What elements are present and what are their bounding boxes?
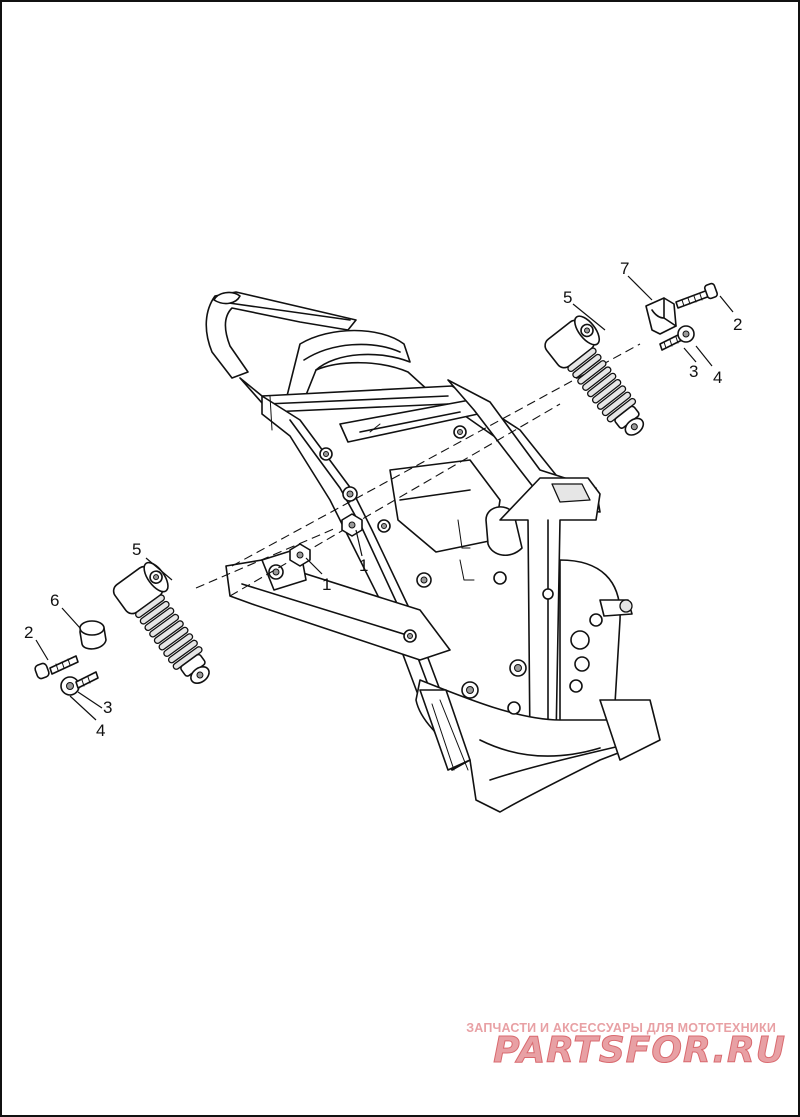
shock-cover-6: [79, 620, 107, 650]
lower-bolt-3-right: [659, 325, 695, 351]
watermark-tagline: ЗАПЧАСТИ И АКСЕССУАРЫ ДЛЯ МОТОТЕХНИКИ: [466, 1021, 776, 1035]
callout-1-lower: 1: [322, 575, 331, 594]
callout-3-right: 3: [689, 362, 698, 381]
assembly-centerlines: [195, 343, 641, 597]
callout-7: 7: [620, 259, 629, 278]
callout-4-left: 4: [96, 721, 105, 740]
callout-5-right: 5: [563, 288, 572, 307]
right-rear-shock-absorber: [544, 315, 645, 436]
nut-1-upper: [341, 513, 363, 537]
callout-6: 6: [50, 591, 59, 610]
callout-4-right: 4: [713, 368, 722, 387]
leader-lines: [35, 275, 734, 721]
callout-5-left: 5: [132, 540, 141, 559]
callout-labels: 7 5 2 3 4 1 1 5 6 2 3 4: [24, 259, 742, 740]
lower-bolt-3-left: [60, 671, 99, 696]
callout-1-upper: 1: [359, 556, 368, 575]
callout-2-left: 2: [24, 623, 33, 642]
upper-bolt-2-left: [34, 655, 79, 680]
motorcycle-frame: [205, 291, 661, 813]
upper-bolt-2-right: [675, 282, 719, 309]
left-rear-shock-absorber: [112, 561, 210, 684]
watermark-logo: PARTSFOR.RU: [493, 1030, 786, 1072]
callout-2-right: 2: [733, 315, 742, 334]
nut-1-lower: [289, 543, 311, 567]
callout-3-left: 3: [103, 698, 112, 717]
shock-cover-7: [645, 297, 677, 335]
